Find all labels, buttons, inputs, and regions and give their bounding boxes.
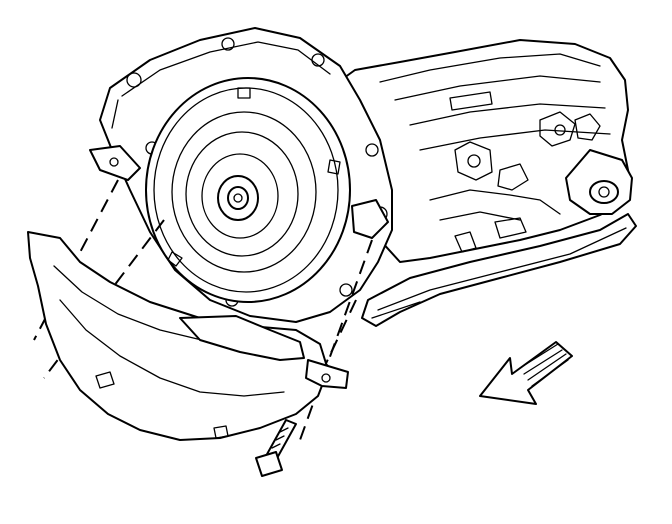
transmission-case bbox=[329, 39, 633, 263]
cover-bolt bbox=[255, 419, 297, 477]
oil-pan bbox=[361, 213, 637, 327]
front-direction-arrow bbox=[479, 341, 573, 405]
torque-converter bbox=[145, 77, 351, 303]
converter-cover bbox=[27, 231, 349, 441]
